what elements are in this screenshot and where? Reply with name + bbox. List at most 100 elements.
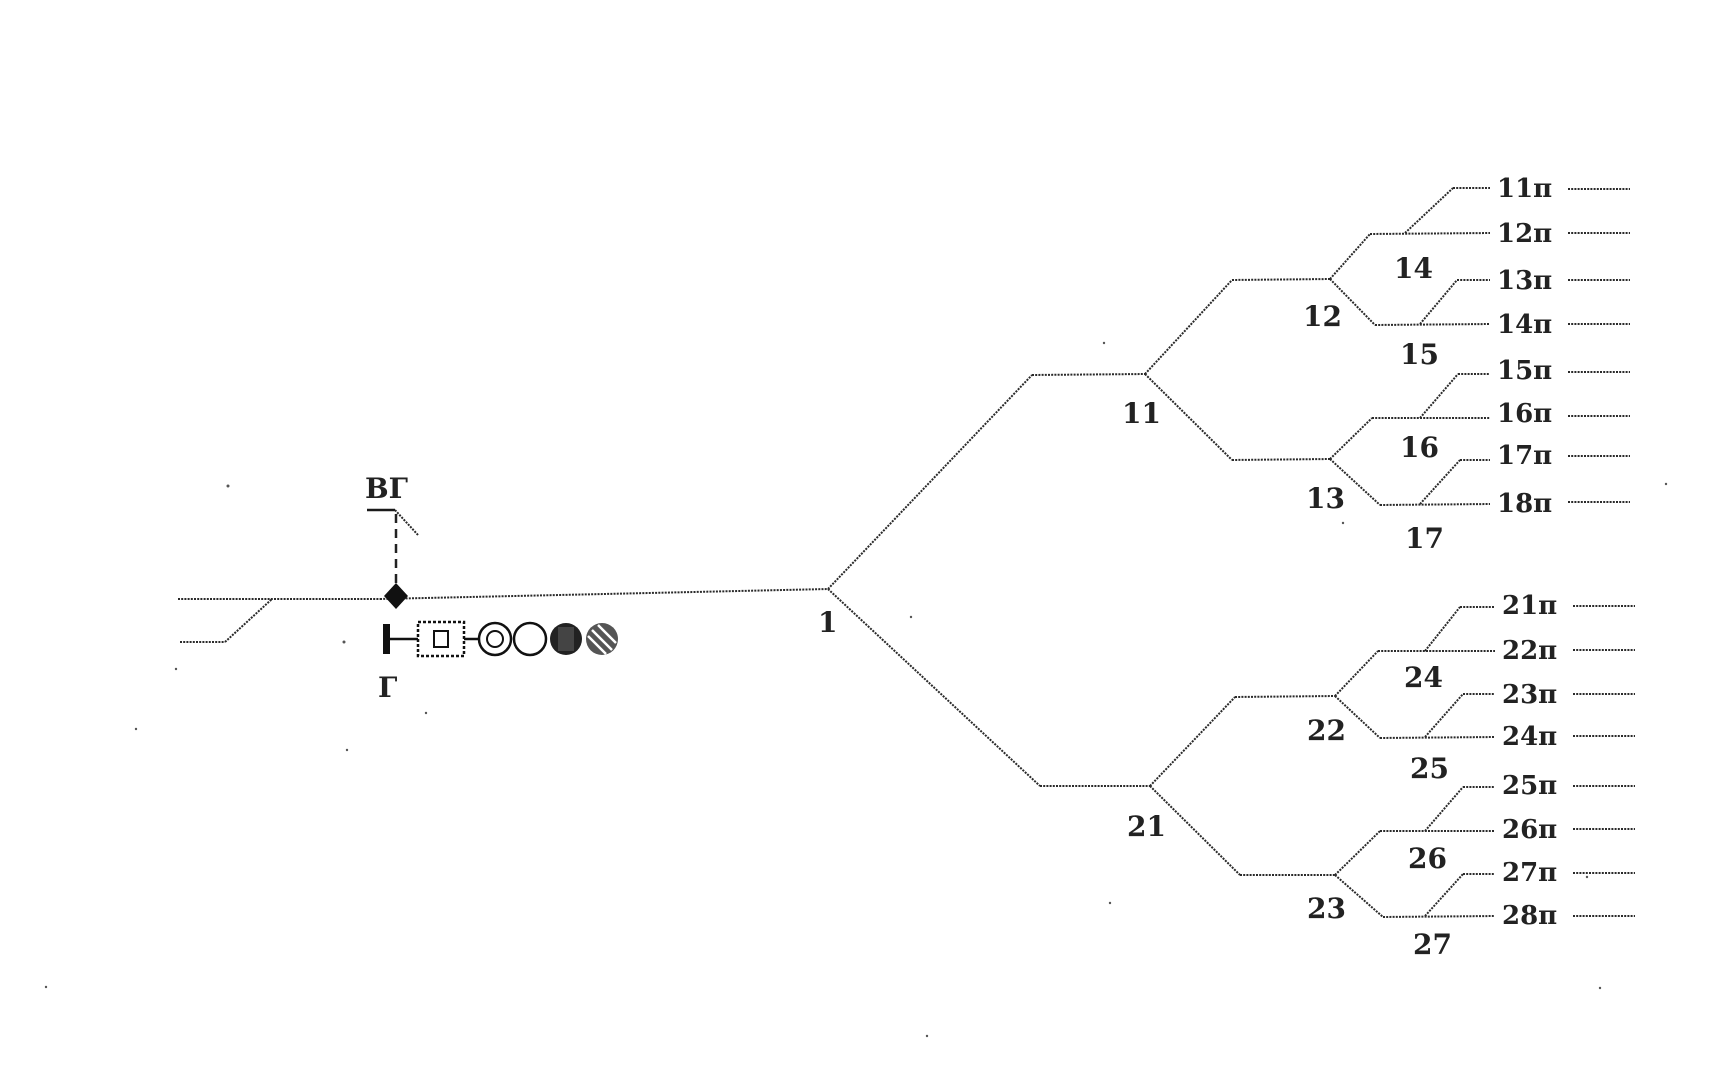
noise-speck xyxy=(1341,521,1345,525)
switch-16-diagonal xyxy=(1419,373,1459,419)
noise-speck xyxy=(1664,482,1668,486)
wagon-octagon-icon xyxy=(477,621,513,657)
noise-speck xyxy=(342,640,346,644)
switch-12-down-flat xyxy=(1374,323,1491,326)
wagon-square-icon xyxy=(416,620,466,658)
switch-22-label: 22 xyxy=(1307,714,1346,747)
noise-speck xyxy=(345,748,349,752)
switch-11-label: 11 xyxy=(1122,397,1161,430)
track-label-13: 13п xyxy=(1497,266,1552,296)
switch-26: 26 xyxy=(1408,786,1495,875)
branch-to-21-diagonal xyxy=(827,588,1041,787)
noise-speck xyxy=(1102,341,1106,345)
hump-to-switch-track xyxy=(379,588,829,600)
hump-marker: ВГ xyxy=(365,472,419,609)
noise-speck xyxy=(174,667,178,671)
track-list: 11п 12п 13п 14п 15п 16п 17п 18п 21п 22п … xyxy=(1497,174,1635,931)
track-label-26: 26п xyxy=(1502,815,1557,845)
switch-27: 27 xyxy=(1413,873,1495,961)
switch-21-up-diagonal xyxy=(1149,696,1236,787)
noise-speck xyxy=(226,484,230,488)
switch-13: 13 xyxy=(1306,417,1491,515)
track-label-18: 18п xyxy=(1497,489,1552,519)
noise-speck xyxy=(1108,901,1112,905)
noise-speck xyxy=(1598,986,1602,990)
switch-11: 11 xyxy=(1122,278,1331,461)
approach-tracks xyxy=(178,588,829,643)
switch-26-diagonal xyxy=(1424,786,1464,832)
hatch-line-2 xyxy=(597,624,617,644)
hump-slope-line xyxy=(394,509,419,536)
track-label-25: 25п xyxy=(1502,771,1557,801)
track-label-23: 23п xyxy=(1502,680,1557,710)
branch-to-11-diagonal xyxy=(827,374,1033,590)
switch-13-label: 13 xyxy=(1306,482,1345,515)
switch-12-down xyxy=(1329,278,1376,326)
switch-24: 24 xyxy=(1404,606,1495,694)
switch-23-down xyxy=(1334,874,1384,918)
switch-21-down-diagonal xyxy=(1149,785,1241,876)
switch-1: 1 xyxy=(818,373,1150,787)
switch-11-up-diagonal xyxy=(1144,279,1233,375)
switch-11-down-flat xyxy=(1231,458,1331,461)
switch-12-up xyxy=(1329,233,1371,280)
switch-17-label: 17 xyxy=(1405,522,1444,555)
switch-12-label: 12 xyxy=(1303,300,1342,333)
switch-25: 25 xyxy=(1410,693,1495,785)
track-label-17: 17п xyxy=(1497,441,1552,471)
switch-1-label: 1 xyxy=(818,606,837,639)
noise-speck xyxy=(44,985,48,989)
switch-14-diagonal xyxy=(1404,187,1454,234)
track-label-28: 28п xyxy=(1502,901,1557,931)
wagon-circle-icon xyxy=(512,621,548,657)
switch-27-diagonal xyxy=(1424,873,1464,917)
track-label-24: 24п xyxy=(1502,722,1557,752)
scan-noise xyxy=(44,341,1668,1038)
track-label-22: 22п xyxy=(1502,636,1557,666)
track-label-12: 12п xyxy=(1497,219,1552,249)
switch-12-up-flat xyxy=(1369,232,1491,235)
switch-22-down-flat xyxy=(1379,736,1496,739)
switch-11-down-diagonal xyxy=(1144,373,1233,461)
switch-22: 22 xyxy=(1307,650,1496,747)
wagon-octagon-inner-icon xyxy=(486,630,504,648)
switch-22-up xyxy=(1334,650,1379,697)
hump-diamond-icon xyxy=(384,583,408,609)
hatch-line-1 xyxy=(591,629,613,651)
wagon-filled-block-icon xyxy=(558,627,574,651)
switch-21: 21 xyxy=(1127,695,1336,876)
switch-26-label: 26 xyxy=(1408,842,1447,875)
noise-speck xyxy=(1585,875,1589,879)
switch-17: 17 xyxy=(1405,459,1490,555)
train-label: Г xyxy=(378,671,397,704)
switch-13-up xyxy=(1329,417,1373,460)
noise-speck xyxy=(909,615,913,619)
track-label-16: 16п xyxy=(1497,399,1552,429)
switch-11-up-flat xyxy=(1231,278,1331,281)
switch-15: 15 xyxy=(1400,279,1490,371)
noise-speck xyxy=(424,711,428,715)
noise-speck xyxy=(134,727,138,731)
switch-16: 16 xyxy=(1400,373,1490,464)
switch-25-diagonal xyxy=(1424,693,1464,738)
wagon-inner-square-icon xyxy=(433,630,449,648)
noise-speck xyxy=(925,1034,929,1038)
switch-21-label: 21 xyxy=(1127,810,1166,843)
switch-24-diagonal xyxy=(1424,606,1461,652)
switch-23: 23 xyxy=(1307,830,1496,925)
switch-21-up-flat xyxy=(1234,695,1336,698)
switch-14: 14 xyxy=(1394,187,1490,285)
wagon-train: Г xyxy=(378,620,618,704)
branch-to-11-flat xyxy=(1031,373,1146,376)
switch-23-down-flat xyxy=(1382,915,1496,918)
track-label-27: 27п xyxy=(1502,858,1557,888)
track-label-14: 14п xyxy=(1497,310,1552,340)
switch-12: 12 xyxy=(1303,232,1491,333)
switch-13-down-flat xyxy=(1379,503,1491,506)
switch-15-diagonal xyxy=(1419,279,1458,325)
switch-23-up xyxy=(1334,830,1381,876)
switch-25-label: 25 xyxy=(1410,752,1449,785)
switch-14-label: 14 xyxy=(1394,252,1433,285)
approach-crossover xyxy=(224,598,273,643)
